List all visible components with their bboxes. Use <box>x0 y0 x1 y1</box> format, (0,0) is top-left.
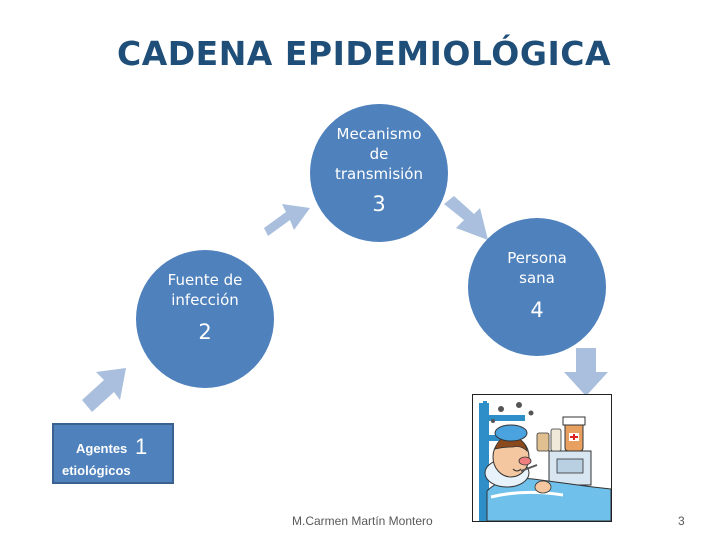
slide-number: 3 <box>678 514 685 528</box>
agents-label-bottom: etiológicos <box>62 463 131 478</box>
arrow-1-icon <box>82 368 126 412</box>
node-fuente-de-infeccion: Fuente de infección 2 <box>136 250 274 388</box>
node-label-line: Persona <box>507 249 567 267</box>
node-persona-sana: Persona sana 4 <box>468 218 606 356</box>
node-label-line: Fuente de <box>167 271 243 289</box>
agentes-etiologicos-box: Agentes 1 etiológicos <box>52 423 174 484</box>
node-number: 3 <box>372 192 386 216</box>
node-number: 2 <box>198 320 212 344</box>
sick-person-in-bed-icon <box>479 401 611 521</box>
node-label-line: sana <box>519 269 555 287</box>
node-label-line: infección <box>171 291 239 309</box>
agents-number: 1 <box>135 434 148 459</box>
node-label-line: Mecanismo <box>336 125 422 143</box>
node-number: 4 <box>530 298 544 322</box>
arrow-2-icon <box>264 204 310 236</box>
footer-author: M.Carmen Martín Montero <box>292 514 433 528</box>
arrow-4-icon <box>564 348 608 396</box>
slide-title: CADENA EPIDEMIOLÓGICA <box>117 34 611 73</box>
sick-person-illustration <box>472 394 612 522</box>
node-mecanismo-de-transmision: Mecanismo de transmisión 3 <box>310 104 448 242</box>
node-label-line: de <box>369 145 389 163</box>
agents-label-top: Agentes <box>76 441 128 456</box>
node-label-line: transmisión <box>334 165 423 183</box>
arrow-3-icon <box>444 196 488 240</box>
